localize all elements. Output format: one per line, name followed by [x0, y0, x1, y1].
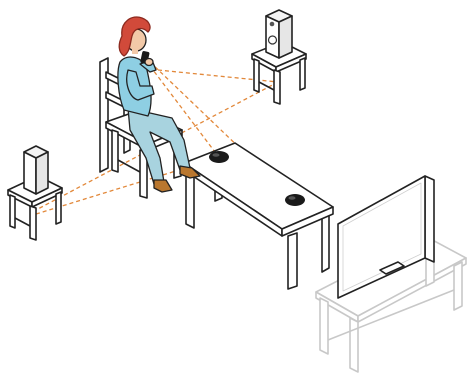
table-device-1: [209, 151, 229, 163]
speaker-right-tweeter: [270, 22, 275, 27]
path-person-to-right-speaker: [158, 70, 278, 82]
person: [118, 17, 200, 192]
speaker-right-woofer: [269, 36, 277, 44]
person-shoe-left: [154, 180, 172, 192]
table: [184, 143, 333, 289]
speaker-right: [266, 10, 292, 58]
speaker-left: [24, 146, 48, 194]
table-device-2: [285, 194, 305, 206]
